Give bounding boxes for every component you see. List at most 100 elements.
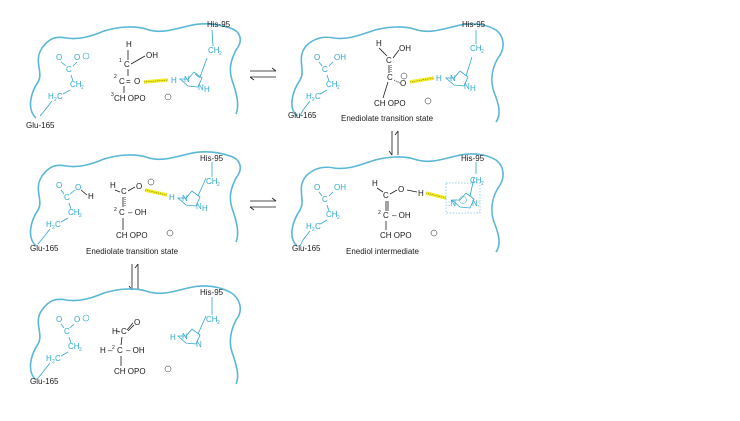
protein-outline-3 xyxy=(29,151,242,247)
enediolate-label-2: Enediolate transition state xyxy=(341,114,434,123)
svg-text:H: H xyxy=(470,84,476,93)
svg-text:2: 2 xyxy=(481,49,484,55)
svg-text:H: H xyxy=(306,92,312,101)
equilibrium-arrow-3-4 xyxy=(249,197,277,211)
svg-text:2: 2 xyxy=(81,85,84,91)
glu-sidechain-3: O O H C CH 2 H 2 C xyxy=(37,181,94,245)
svg-text:– OH: – OH xyxy=(392,211,411,220)
svg-text:C: C xyxy=(64,327,70,336)
svg-text:C: C xyxy=(386,56,392,65)
svg-text:H: H xyxy=(88,192,94,201)
glu-CH2-1: CH xyxy=(70,80,82,89)
svg-text:H: H xyxy=(306,222,312,231)
svg-text:H: H xyxy=(202,204,208,213)
svg-text:N: N xyxy=(450,74,456,83)
svg-text:H: H xyxy=(110,181,116,190)
svg-text:O: O xyxy=(136,182,142,191)
svg-text:– OH: – OH xyxy=(126,346,145,355)
svg-text:CH: CH xyxy=(68,208,80,217)
svg-text:H: H xyxy=(376,39,382,48)
glu-H2C-1: H xyxy=(48,92,54,101)
svg-text:C: C xyxy=(383,211,389,220)
svg-text:2: 2 xyxy=(54,97,57,103)
substrate-3: H C O C 2 – OH CH OPO xyxy=(110,178,174,240)
carbonyl-C-1: = xyxy=(126,77,131,86)
svg-text:N: N xyxy=(198,83,204,92)
svg-text:C: C xyxy=(387,73,393,82)
glu-sidechain-2: O OH C CH 2 H 2 C xyxy=(299,53,346,117)
svg-text:C: C xyxy=(55,354,61,363)
equilibrium-arrow-2-4 xyxy=(388,130,399,156)
glu-O-1b: O xyxy=(74,53,80,62)
svg-text:2: 2 xyxy=(337,215,340,221)
svg-text:2: 2 xyxy=(112,345,115,351)
his-imidazole-3: N N H CH 2 xyxy=(176,162,220,213)
equilibrium-arrow-3-5 xyxy=(128,263,139,291)
svg-text:H: H xyxy=(170,333,176,342)
svg-text:C: C xyxy=(119,77,125,86)
his-label-2: His-95 xyxy=(462,20,486,29)
hydrogen-bond-4 xyxy=(425,191,447,200)
svg-text:CH: CH xyxy=(470,176,482,185)
svg-text:2: 2 xyxy=(378,210,381,216)
protein-outline-4 xyxy=(291,153,504,253)
svg-text:O: O xyxy=(56,315,62,324)
svg-text:CH: CH xyxy=(470,44,482,53)
svg-text:2: 2 xyxy=(312,97,315,103)
svg-text:H: H xyxy=(436,74,442,83)
svg-text:2: 2 xyxy=(114,207,117,213)
svg-text:CH OPO: CH OPO xyxy=(380,231,412,240)
svg-text:H: H xyxy=(169,193,175,202)
his-label-5: His-95 xyxy=(200,288,224,297)
svg-text:O: O xyxy=(314,53,320,62)
svg-text:H: H xyxy=(418,189,424,198)
his-label-4: His-95 xyxy=(461,154,485,163)
glu-label-5: Glu-165 xyxy=(30,377,59,386)
svg-text:N:: N: xyxy=(472,199,480,208)
svg-text:H: H xyxy=(112,327,118,336)
his-imidazole-1: N N H CH 2 xyxy=(178,29,222,94)
svg-text:O: O xyxy=(74,315,80,324)
glu-label-4: Glu-165 xyxy=(292,244,321,253)
protein-outline-1 xyxy=(29,23,242,119)
svg-text:2: 2 xyxy=(219,51,222,57)
panel-1: O O C CH 2 H 2 C Glu-165 H OH C = C O CH… xyxy=(26,20,242,130)
svg-text:N: N xyxy=(184,75,190,84)
svg-text:CH: CH xyxy=(206,177,218,186)
svg-text::N: :N xyxy=(448,199,456,208)
svg-text:C: C xyxy=(124,60,130,69)
svg-text:1: 1 xyxy=(119,58,122,64)
svg-text:C: C xyxy=(55,220,61,229)
svg-text:C: C xyxy=(121,327,127,336)
svg-text:O: O xyxy=(400,79,406,88)
substrate-4: H C O H C 2 – OH CH OPO xyxy=(372,179,438,240)
svg-text:C: C xyxy=(322,195,328,204)
svg-text:O: O xyxy=(56,181,62,190)
svg-text:2: 2 xyxy=(217,182,220,188)
svg-text:CH: CH xyxy=(206,315,218,324)
svg-text:OH: OH xyxy=(334,183,346,192)
svg-text:2: 2 xyxy=(481,181,484,187)
protein-outline-2 xyxy=(291,23,504,123)
his-imidazole-4: :N N: CH 2 xyxy=(445,162,484,214)
svg-text:2: 2 xyxy=(52,225,55,231)
substrate-2: H OH C C O CH OPO xyxy=(374,39,432,108)
svg-text:N: N xyxy=(182,194,188,203)
his-label-3: His-95 xyxy=(200,154,224,163)
svg-text:N: N xyxy=(196,340,202,349)
svg-text:C: C xyxy=(383,191,389,200)
panel-4: O OH C CH 2 H 2 C Glu-165 H C O H C 2 – … xyxy=(291,153,504,256)
svg-text:O: O xyxy=(134,318,140,327)
svg-text:C: C xyxy=(315,92,321,101)
protein-outline-5 xyxy=(29,285,242,385)
panel-5: O O C CH 2 H 2 C Glu-165 H C O H – C 2 –… xyxy=(29,285,242,386)
svg-text:N: N xyxy=(196,202,202,211)
svg-text:H: H xyxy=(372,179,378,188)
svg-text:O: O xyxy=(398,185,404,194)
svg-text:3: 3 xyxy=(111,92,114,98)
svg-text:H –: H – xyxy=(100,346,113,355)
negative-charge-icon xyxy=(82,52,90,60)
svg-text:H: H xyxy=(126,40,132,49)
